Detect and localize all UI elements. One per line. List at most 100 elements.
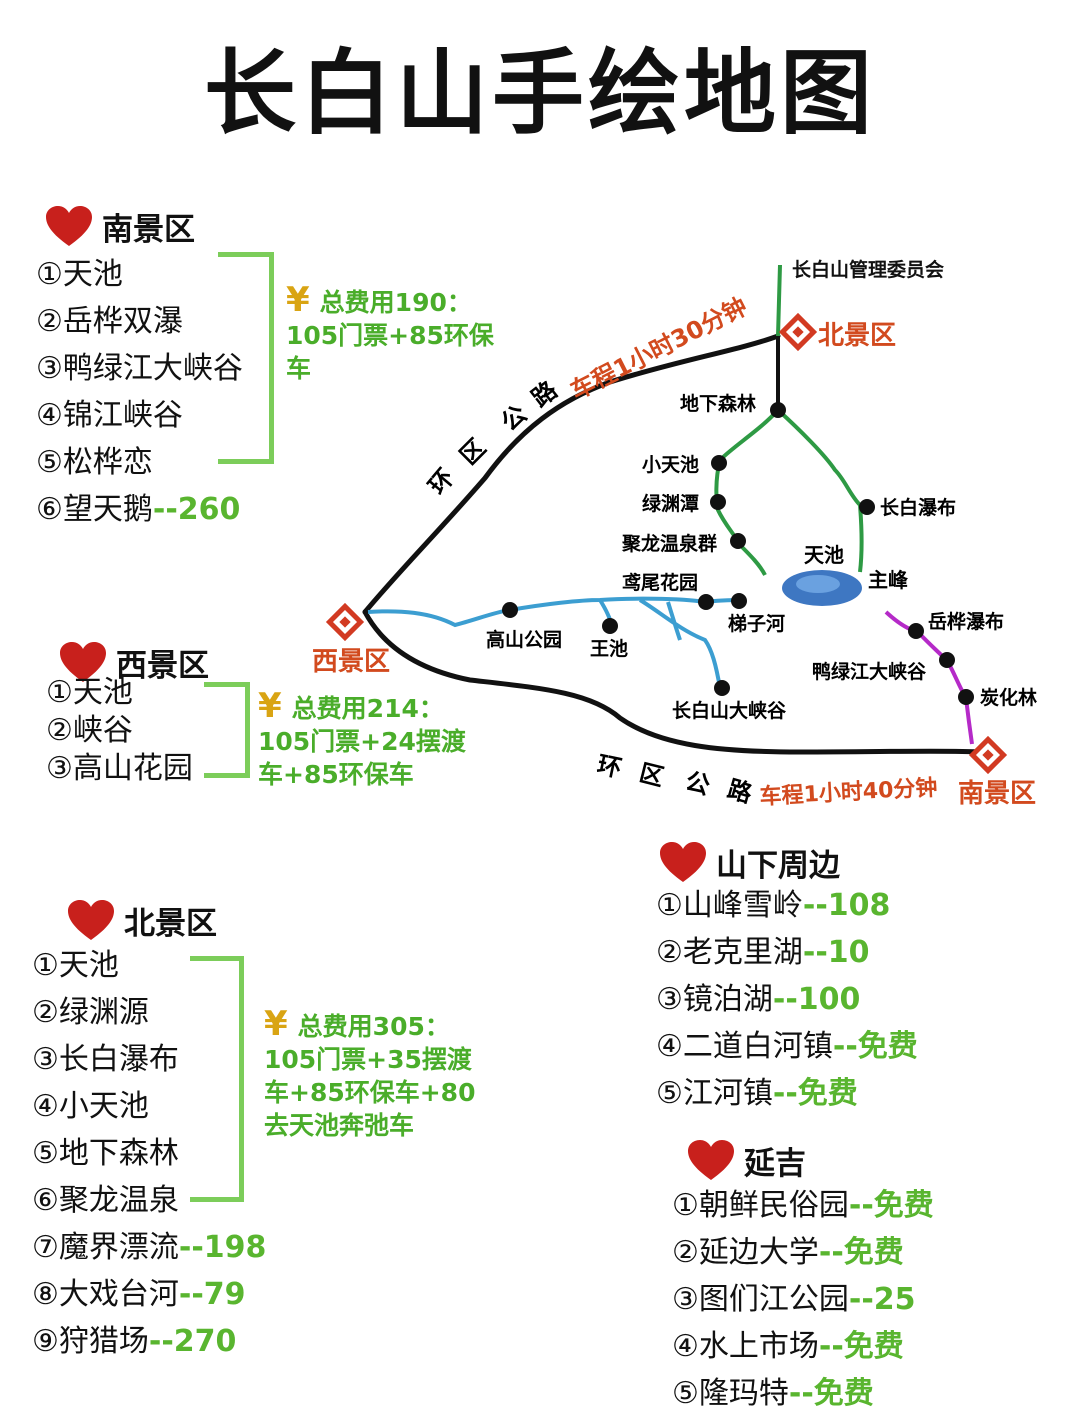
south-fee-note: ¥总费用190： 105门票+85环保车 <box>286 280 494 383</box>
road-bottom-char: 环 <box>595 750 624 782</box>
label-yalu: 鸭绿江大峡谷 <box>812 660 927 683</box>
label-julong: 聚龙温泉群 <box>621 532 717 555</box>
west-bracket <box>204 682 250 778</box>
list-item: ⑥聚龙温泉 <box>32 1183 179 1218</box>
list-item: ②延边大学--免费 <box>672 1235 904 1270</box>
list-item: ③鸭绿江大峡谷 <box>36 351 243 386</box>
south-gate-marker <box>968 735 1008 775</box>
label-north-gate: 北景区 <box>818 321 896 351</box>
list-item: ⑦魔界漂流--198 <box>32 1230 267 1265</box>
list-item: ⑧大戏台河--79 <box>32 1277 246 1312</box>
yanji-section-heading: 延吉 <box>688 1138 806 1183</box>
heart-icon <box>60 641 106 682</box>
nearby-section-heading: 山下周边 <box>660 840 840 885</box>
south-spot-list: ①天池 ②岳桦双瀑 ③鸭绿江大峡谷 ④锦江峡谷 ⑤松桦恋 ⑥望天鹅--260 <box>36 251 243 533</box>
tianchi-lake-highlight <box>796 575 840 593</box>
dot-xiaotianchi <box>711 455 727 471</box>
south-bracket <box>218 252 274 464</box>
yen-icon: ¥ <box>258 686 282 726</box>
label-west-gate: 西景区 <box>312 647 390 677</box>
list-item: ⑤松桦恋 <box>36 445 153 480</box>
label-yuanwei: 鸢尾花园 <box>622 571 698 594</box>
label-tianchi: 天池 <box>804 543 844 567</box>
list-item: ④小天池 <box>32 1089 149 1124</box>
ring-road-bottom <box>362 609 988 755</box>
dot-yalu <box>939 652 955 668</box>
road-bottom-char: 区 <box>637 759 667 792</box>
yanji-heading-text: 延吉 <box>744 1146 806 1182</box>
nearby-spot-list: ①山峰雪岭--108 ②老克里湖--10 ③镜泊湖--100 ④二道白河镇--免… <box>656 882 918 1117</box>
label-zhufeng: 主峰 <box>868 568 908 592</box>
north-section-heading: 北景区 <box>68 898 217 943</box>
north-fee-note: ¥总费用305： 105门票+35摆渡车+85环保车+80去天池奔弛车 <box>264 1004 476 1140</box>
list-item: ⑤地下森林 <box>32 1136 179 1171</box>
page-title: 长白山手绘地图 <box>203 39 876 147</box>
road-top-char: 环 <box>423 463 460 499</box>
road-top-time: 车程1小时30分钟 <box>566 292 752 405</box>
label-dixia: 地下森林 <box>680 392 756 415</box>
yanji-spot-list: ①朝鲜民俗园--免费 ②延边大学--免费 ③图们江公园--25 ④水上市场--免… <box>672 1182 934 1417</box>
list-item: ⑤隆玛特--免费 <box>672 1376 874 1411</box>
heart-icon <box>660 841 706 882</box>
label-changbai-falls: 长白瀑布 <box>880 496 956 519</box>
label-yuehua: 岳桦瀑布 <box>928 610 1004 633</box>
road-bottom-char: 路 <box>724 775 756 809</box>
list-item: ②峡谷 <box>46 713 133 748</box>
list-item: ③镜泊湖--100 <box>656 982 861 1017</box>
road-bottom-time: 车程1小时40分钟 <box>759 775 938 810</box>
dot-gaoshan <box>502 602 518 618</box>
west-river-main <box>367 596 746 628</box>
label-south-gate: 南景区 <box>958 779 1036 809</box>
list-item: ①天池 <box>46 675 133 710</box>
heart-icon <box>46 205 92 246</box>
dot-yuanwei <box>698 594 714 610</box>
dot-wangchi <box>602 618 618 634</box>
north-spot-list: ①天池 ②绿渊源 ③长白瀑布 ④小天池 ⑤地下森林 ⑥聚龙温泉 ⑦魔界漂流--1… <box>32 942 266 1365</box>
north-trail-left <box>714 408 780 576</box>
west-section-heading: 西景区 <box>60 640 209 685</box>
label-gaoshan: 高山公园 <box>486 628 562 651</box>
dot-tanhua <box>958 689 974 705</box>
label-tizi: 梯子河 <box>728 612 785 635</box>
list-item: ③高山花园 <box>46 751 193 786</box>
heart-icon <box>688 1139 734 1180</box>
label-wangchi: 王池 <box>590 637 628 660</box>
dot-julong <box>730 533 746 549</box>
yen-icon: ¥ <box>264 1004 288 1044</box>
list-item: ④水上市场--免费 <box>672 1329 904 1364</box>
north-heading-text: 北景区 <box>124 906 217 942</box>
ring-road-top <box>362 333 781 615</box>
dot-canyon <box>714 680 730 696</box>
list-item: ③长白瀑布 <box>32 1042 179 1077</box>
list-item: ⑨狩猎场--270 <box>32 1324 237 1359</box>
yen-icon: ¥ <box>286 280 310 320</box>
list-item: ④二道白河镇--免费 <box>656 1029 918 1064</box>
dot-yuehua <box>908 623 924 639</box>
list-item: ③图们江公园--25 <box>672 1282 916 1317</box>
label-lvyuantan: 绿渊潭 <box>642 492 699 515</box>
south-heading-text: 南景区 <box>102 212 195 248</box>
list-item: ①天池 <box>36 257 123 292</box>
list-item: ②老克里湖--10 <box>656 935 870 970</box>
list-item: ①天池 <box>32 948 119 983</box>
list-item: ⑤江河镇--免费 <box>656 1076 858 1111</box>
road-top-char: 区 <box>454 433 491 470</box>
nearby-heading-text: 山下周边 <box>716 848 840 884</box>
label-xiaotianchi: 小天池 <box>642 453 699 476</box>
south-section-heading: 南景区 <box>46 204 195 249</box>
road-bottom-char: 公 <box>682 767 713 801</box>
list-item: ⑥望天鹅--260 <box>36 492 241 527</box>
list-item: ④锦江峡谷 <box>36 398 183 433</box>
list-item: ①朝鲜民俗园--免费 <box>672 1188 934 1223</box>
north-trail-right <box>776 408 864 573</box>
list-item: ①山峰雪岭--108 <box>656 888 891 923</box>
label-canyon: 长白山大峡谷 <box>672 699 787 722</box>
heart-icon <box>68 899 114 940</box>
dot-lvyuantan <box>710 494 726 510</box>
dot-changbai-falls <box>859 499 875 515</box>
label-mgmt: 长白山管理委员会 <box>792 258 944 281</box>
west-heading-text: 西景区 <box>116 648 209 684</box>
list-item: ②岳桦双瀑 <box>36 304 183 339</box>
dot-tizi <box>731 593 747 609</box>
